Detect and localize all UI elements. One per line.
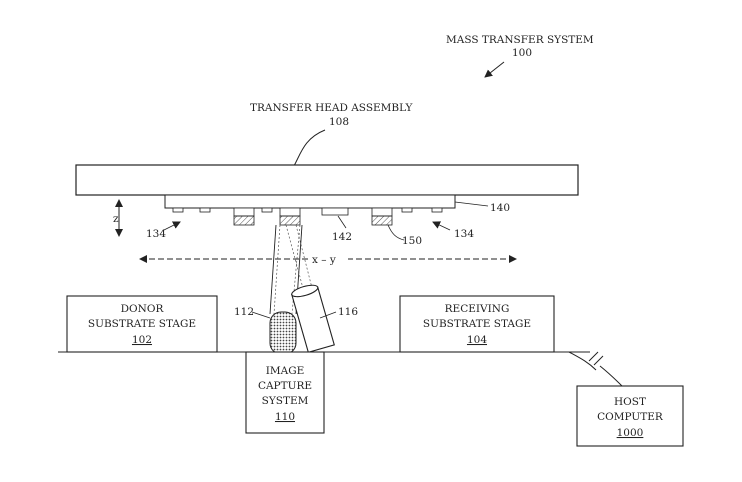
break-mark-2 bbox=[593, 355, 604, 366]
ref-140-label: 140 bbox=[490, 202, 510, 214]
host-computer-box bbox=[576, 385, 684, 447]
image-capture-ref: 110 bbox=[275, 411, 295, 423]
receiving-stage-line1: RECEIVING bbox=[445, 303, 510, 315]
transfer-head-label: TRANSFER HEAD ASSEMBLY bbox=[250, 102, 413, 114]
xy-axis-label-bg bbox=[308, 252, 348, 265]
transfer-head-label-group: TRANSFER HEAD ASSEMBLY 108 bbox=[250, 102, 413, 173]
transfer-head-ref: 108 bbox=[329, 116, 349, 128]
host-connection-line-b bbox=[599, 365, 623, 387]
z-axis-label: z bbox=[113, 213, 119, 225]
ref-134-left-label: 134 bbox=[146, 228, 166, 240]
host-connection bbox=[568, 351, 623, 387]
receiving-stage-box bbox=[399, 295, 555, 353]
camera-116 bbox=[291, 284, 335, 354]
optical-beam-lines bbox=[273, 224, 313, 315]
donor-stage-ref: 102 bbox=[132, 334, 152, 346]
system-pointer-arrow bbox=[484, 61, 505, 78]
image-capture-line1: IMAGE bbox=[266, 365, 305, 377]
ref-112-label: 112 bbox=[234, 306, 254, 318]
host-computer-line2: COMPUTER bbox=[597, 411, 664, 423]
camera-112-body bbox=[269, 311, 297, 355]
ref-150-label: 150 bbox=[402, 235, 422, 247]
ref-134-right-label: 134 bbox=[454, 228, 474, 240]
beam-outline-left bbox=[269, 224, 277, 315]
donor-stage-line2: SUBSTRATE STAGE bbox=[88, 318, 196, 330]
camera-112 bbox=[269, 311, 297, 355]
image-capture-line3: SYSTEM bbox=[262, 395, 309, 407]
break-mark-1 bbox=[588, 351, 599, 362]
system-title-ref: 100 bbox=[512, 47, 532, 59]
camera-116-lens bbox=[291, 284, 319, 298]
ref-112-leader bbox=[251, 311, 271, 319]
system-title: MASS TRANSFER SYSTEM 100 bbox=[446, 34, 594, 78]
host-computer-line1: HOST bbox=[614, 396, 646, 408]
small-transfer-heads bbox=[172, 207, 443, 216]
image-capture-system: IMAGE CAPTURE SYSTEM 110 bbox=[245, 351, 325, 434]
donor-stage-line1: DONOR bbox=[121, 303, 165, 315]
ref-142-label: 142 bbox=[332, 231, 352, 243]
transfer-head-plate bbox=[75, 164, 579, 196]
image-capture-box bbox=[245, 351, 325, 434]
ref-140-leader bbox=[454, 201, 489, 207]
image-capture-line2: CAPTURE bbox=[258, 380, 312, 392]
xy-axis-label: x – y bbox=[312, 254, 336, 266]
ref-134-right-arrow bbox=[432, 221, 451, 231]
receiving-stage-line2: SUBSTRATE STAGE bbox=[423, 318, 531, 330]
receiving-substrate-stage: RECEIVING SUBSTRATE STAGE 104 bbox=[399, 295, 555, 353]
ref-150-leader bbox=[387, 224, 405, 241]
ref-134-left-arrow bbox=[163, 221, 181, 231]
host-connection-line-a bbox=[568, 351, 597, 371]
transfer-head-substrate bbox=[164, 194, 456, 209]
host-computer-ref: 1000 bbox=[617, 427, 644, 439]
ref-116-leader bbox=[319, 311, 337, 319]
donor-substrate-stage: DONOR SUBSTRATE STAGE 102 bbox=[66, 295, 218, 353]
receiving-stage-ref: 104 bbox=[467, 334, 487, 346]
host-computer: HOST COMPUTER 1000 bbox=[576, 385, 684, 447]
hatched-transfer-heads bbox=[233, 207, 393, 226]
ref-142-leader bbox=[337, 215, 347, 229]
ref-116-label: 116 bbox=[338, 306, 358, 318]
system-title-label: MASS TRANSFER SYSTEM bbox=[446, 34, 594, 46]
